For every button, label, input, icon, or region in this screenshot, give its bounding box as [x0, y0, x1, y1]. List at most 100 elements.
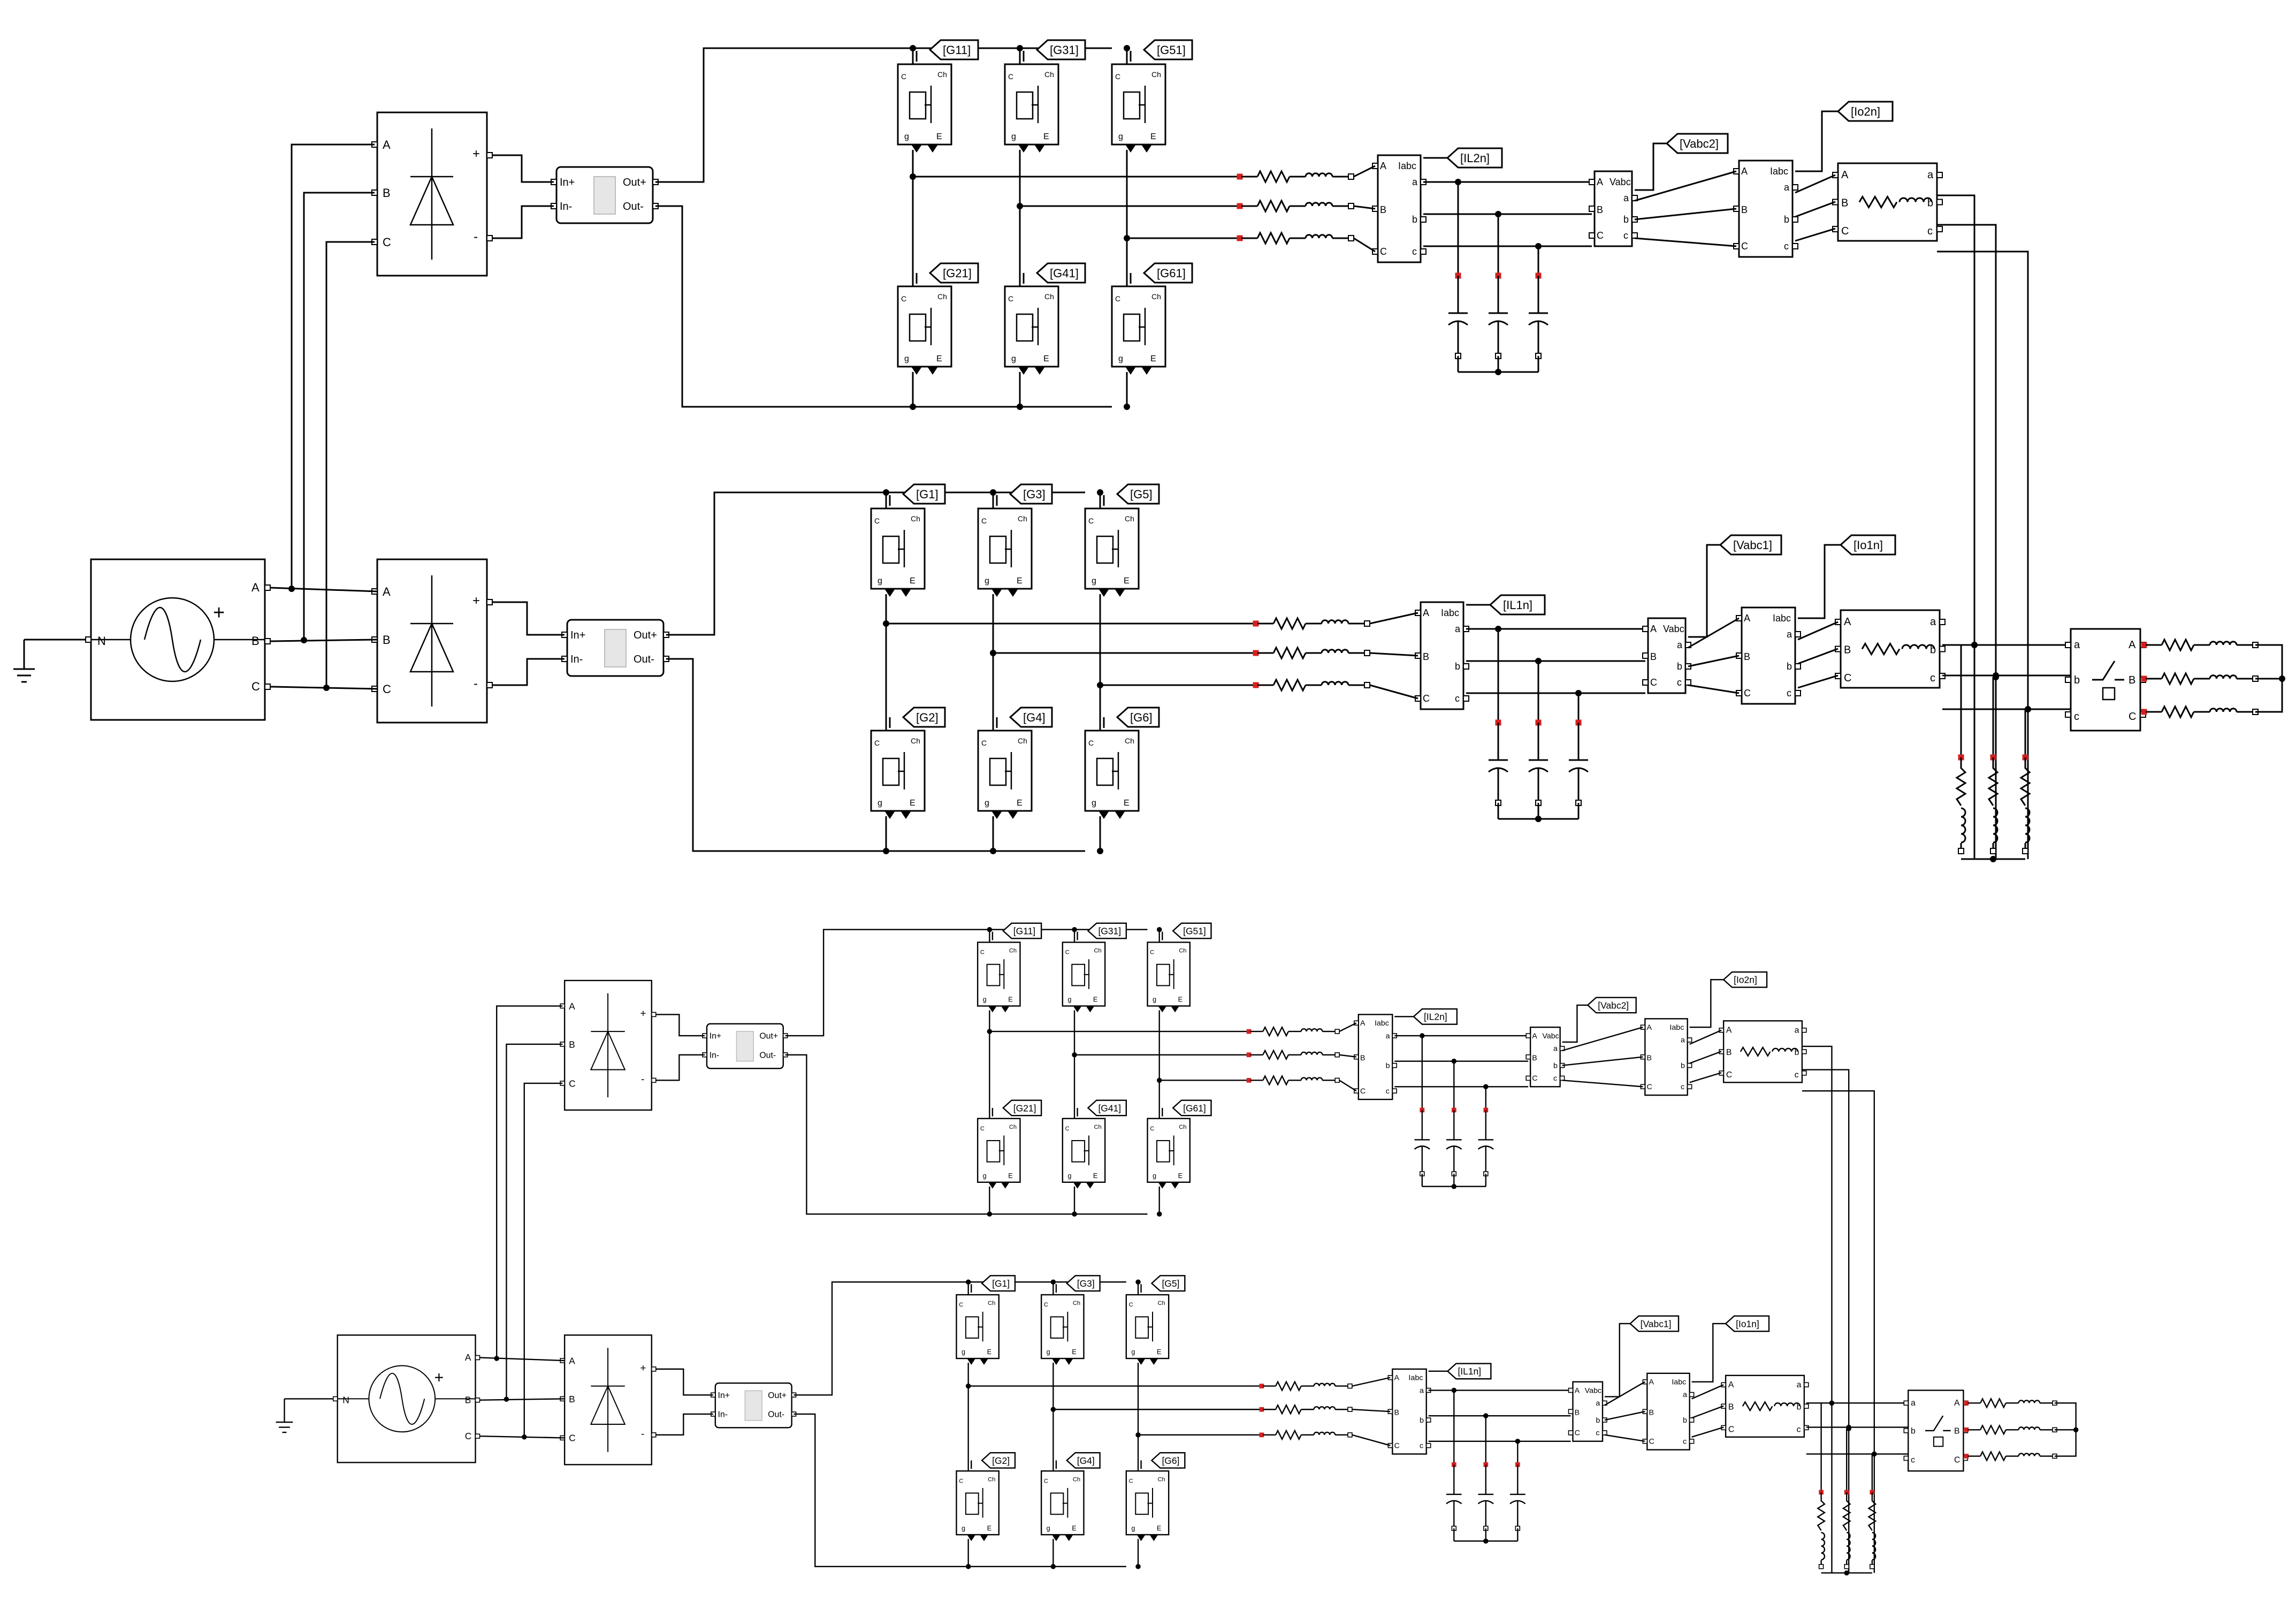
goto-tag-Io1n[interactable]: [Io1n] — [1839, 534, 1896, 556]
gate-tag-G4[interactable]: [G4] — [1009, 707, 1053, 728]
series-rl-branch[interactable] — [2141, 671, 2259, 686]
dc-link-subsystem-block[interactable]: In+In-Out+Out- — [561, 619, 669, 677]
gate-tag-G21[interactable]: [G21] — [1002, 1099, 1042, 1117]
gate-tag-G11[interactable]: [G11] — [928, 39, 979, 60]
goto-tag-Vabc1[interactable]: [Vabc1] — [1719, 534, 1782, 556]
three-phase-source-block[interactable]: N+ABC — [332, 1334, 480, 1463]
goto-tag-Vabc2[interactable]: [Vabc2] — [1586, 997, 1637, 1014]
gate-tag-G2[interactable]: [G2] — [981, 1452, 1016, 1469]
gate-tag-G3[interactable]: [G3] — [1065, 1275, 1101, 1292]
gate-tag-G41[interactable]: [G41] — [1035, 262, 1086, 284]
goto-tag-Vabc2[interactable]: [Vabc2] — [1665, 133, 1729, 154]
dc-link-subsystem-block[interactable]: In+In-Out+Out- — [711, 1382, 797, 1429]
diode-rectifier-block[interactable]: ABC+- — [371, 558, 493, 724]
series-rl-branch[interactable] — [1253, 616, 1370, 631]
dc-link-subsystem-block[interactable]: In+In-Out+Out- — [551, 166, 659, 224]
filter-capacitor[interactable] — [1509, 1462, 1526, 1531]
gate-tag-G6[interactable]: [G6] — [1150, 1452, 1186, 1469]
gate-tag-G3[interactable]: [G3] — [1009, 483, 1053, 505]
goto-tag-IL2n[interactable]: [IL2n] — [1413, 1008, 1458, 1025]
gate-tag-G1[interactable]: [G1] — [981, 1275, 1016, 1292]
shunt-rl-load[interactable] — [2019, 754, 2031, 854]
goto-tag-Io2n[interactable]: [Io2n] — [1836, 101, 1894, 122]
filter-capacitor[interactable] — [1528, 272, 1549, 359]
filter-capacitor[interactable] — [1414, 1107, 1430, 1176]
gate-tag-G2[interactable]: [G2] — [902, 707, 946, 728]
three-phase-source-block[interactable]: N+ABC — [85, 558, 271, 721]
filter-capacitor[interactable] — [1477, 1462, 1494, 1531]
goto-tag-IL1n[interactable]: [IL1n] — [1446, 1363, 1492, 1380]
filter-capacitor[interactable] — [1446, 1107, 1462, 1176]
series-rl-branch[interactable] — [1237, 169, 1354, 184]
series-rl-branch[interactable] — [1964, 1424, 2057, 1436]
series-rl-branch[interactable] — [1237, 231, 1354, 246]
shunt-rl-load[interactable] — [1817, 1490, 1826, 1569]
gate-tag-G31[interactable]: [G31] — [1087, 922, 1127, 939]
series-rl-branch[interactable] — [2141, 704, 2259, 719]
shunt-rl-load[interactable] — [1987, 754, 1999, 854]
gate-tag-G1[interactable]: [G1] — [902, 483, 946, 505]
filter-capacitor[interactable] — [1568, 719, 1589, 806]
gate-tag-G11[interactable]: [G11] — [1002, 922, 1042, 939]
gate-tag-G5[interactable]: [G5] — [1116, 483, 1160, 505]
gate-tag-G51[interactable]: [G51] — [1172, 922, 1212, 939]
dc-link-subsystem-block[interactable]: In+In-Out+Out- — [702, 1023, 788, 1069]
series-rl-branch[interactable] — [1246, 1026, 1340, 1037]
gate-tag-G21[interactable]: [G21] — [928, 262, 979, 284]
series-rl-branch[interactable] — [1246, 1074, 1340, 1086]
series-rl-branch[interactable] — [1253, 678, 1370, 693]
gate-tag-G5[interactable]: [G5] — [1150, 1275, 1186, 1292]
goto-tag-IL2n[interactable]: [IL2n] — [1446, 147, 1503, 169]
goto-tag-Vabc1[interactable]: [Vabc1] — [1629, 1315, 1680, 1332]
series-rl-branch[interactable] — [1246, 1049, 1340, 1061]
series-rl-branch[interactable] — [1964, 1397, 2057, 1409]
filter-capacitor[interactable] — [1446, 1462, 1462, 1531]
filter-capacitor[interactable] — [1528, 719, 1549, 806]
series-rl-branch[interactable] — [1964, 1450, 2057, 1462]
gate-tag-G41[interactable]: [G41] — [1087, 1099, 1127, 1117]
series-rl-branch[interactable] — [1259, 1429, 1353, 1441]
series-rl-branch[interactable] — [1259, 1403, 1353, 1415]
gate-tag-G51[interactable]: [G51] — [1142, 39, 1193, 60]
series-rl-branch[interactable] — [1259, 1380, 1353, 1392]
series-rl-branch[interactable] — [1237, 199, 1354, 214]
goto-tag-Io1n[interactable]: [Io1n] — [1725, 1315, 1770, 1332]
diode-rectifier-block[interactable]: ABC+- — [560, 1334, 657, 1465]
